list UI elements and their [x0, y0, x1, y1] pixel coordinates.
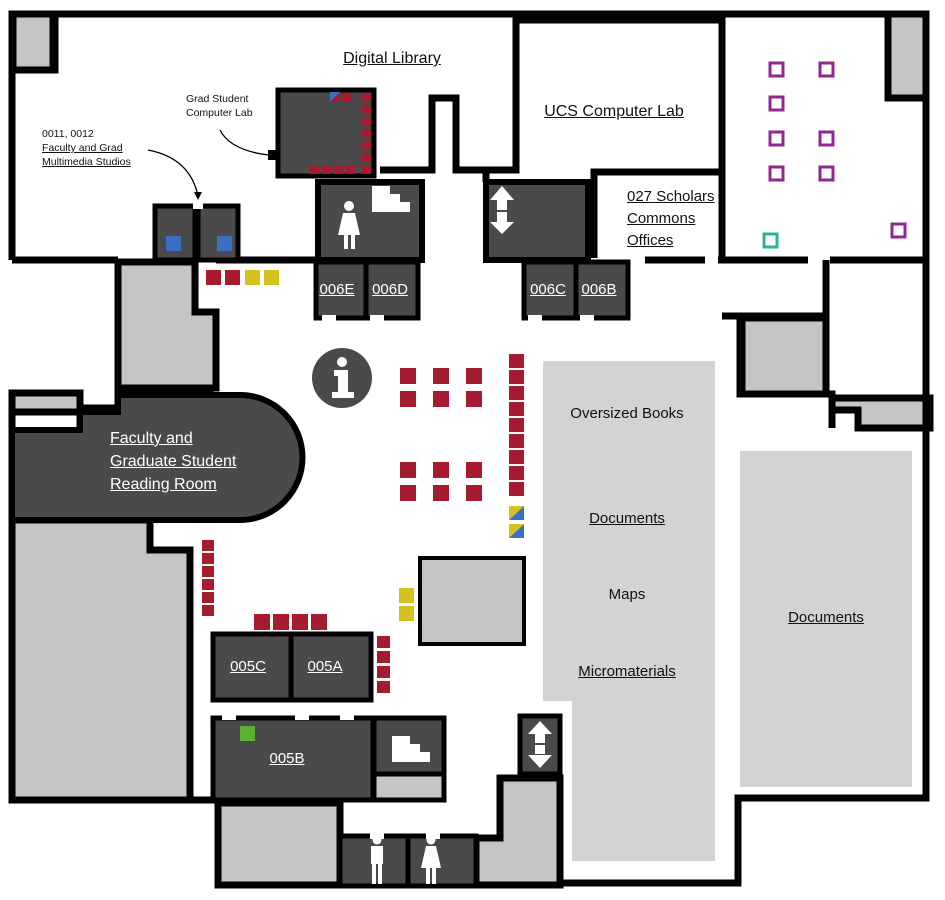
service-area-nw [9, 10, 57, 74]
info-icon [312, 348, 372, 408]
stairs-icon [372, 186, 410, 212]
women-restroom-icon [421, 835, 441, 884]
label-micromaterials[interactable]: Micromaterials [578, 663, 676, 680]
service-area-sw [8, 516, 194, 804]
women-restroom-icon [338, 201, 360, 249]
upper-door-gaps [322, 315, 594, 321]
central-lower-walls [146, 312, 220, 800]
label-scholars-1[interactable]: 027 Scholars [627, 188, 715, 205]
label-reading-1[interactable]: Faculty and [110, 430, 193, 447]
lab-door-mark [268, 150, 276, 160]
label-studios-2[interactable]: Multimedia Studios [42, 156, 131, 168]
label-reading-2[interactable]: Graduate Student [110, 453, 237, 470]
carrel-column [509, 354, 524, 496]
room-005c[interactable]: 005C [230, 658, 266, 675]
west-seats [202, 540, 390, 693]
inner-walls [12, 14, 926, 432]
room-006c[interactable]: 006C [530, 281, 566, 298]
service-area-s [214, 799, 344, 889]
grad-lab-seats [310, 93, 371, 174]
label-documents-2[interactable]: Documents [788, 609, 864, 626]
stacks-oversized-lower [572, 701, 715, 861]
room-005b[interactable]: 005B [269, 750, 305, 767]
stairs-icon [392, 736, 430, 762]
lab-arrow [219, 129, 269, 156]
central-tables [400, 368, 482, 501]
studios-arrow [147, 149, 199, 197]
center-service-box [418, 556, 526, 646]
label-digital-library[interactable]: Digital Library [343, 50, 441, 67]
elevator-icon [490, 186, 514, 234]
stacks-documents [740, 451, 912, 787]
men-restroom-icon [371, 835, 383, 884]
label-studios-1[interactable]: Faculty and Grad [42, 142, 123, 154]
room-005a[interactable]: 005A [307, 658, 343, 675]
label-grad-lab-1: Grad Student [186, 93, 249, 105]
label-studios-num: 0011, 0012 [42, 128, 94, 140]
grad-computer-lab [275, 87, 377, 179]
carrel-special [509, 506, 524, 538]
elevator-icon [528, 721, 552, 768]
room-006b[interactable]: 006B [581, 281, 617, 298]
yellow-seat [399, 588, 414, 603]
service-area-e [738, 314, 830, 398]
scholars-markers [768, 61, 907, 239]
rooms-005 [210, 631, 447, 803]
label-oversized: Oversized Books [570, 405, 684, 422]
yellow-seat [399, 606, 414, 621]
multimedia-studios [152, 203, 241, 263]
service-area-se [472, 774, 564, 889]
reading-room [9, 392, 306, 523]
scholars-teal-marker [762, 232, 779, 249]
service-area-ne [884, 10, 930, 102]
label-maps: Maps [608, 586, 646, 603]
studios-arrow-head [194, 192, 202, 200]
label-grad-lab-2: Computer Lab [186, 107, 253, 119]
service-area-e2 [828, 394, 934, 432]
stacks-oversized [543, 361, 715, 701]
room-006d[interactable]: 006D [372, 281, 408, 298]
lower-restrooms [337, 832, 479, 889]
studio-seats [206, 270, 279, 285]
label-ucs-lab[interactable]: UCS Computer Lab [544, 103, 684, 120]
service-area-w [114, 258, 220, 392]
label-documents-1[interactable]: Documents [589, 510, 665, 527]
room-006e[interactable]: 006E [319, 281, 355, 298]
label-scholars-3[interactable]: Offices [627, 232, 674, 249]
label-reading-3[interactable]: Reading Room [110, 476, 217, 493]
label-scholars-2[interactable]: Commons [627, 210, 696, 227]
rooms-005-door-gaps [222, 713, 354, 720]
